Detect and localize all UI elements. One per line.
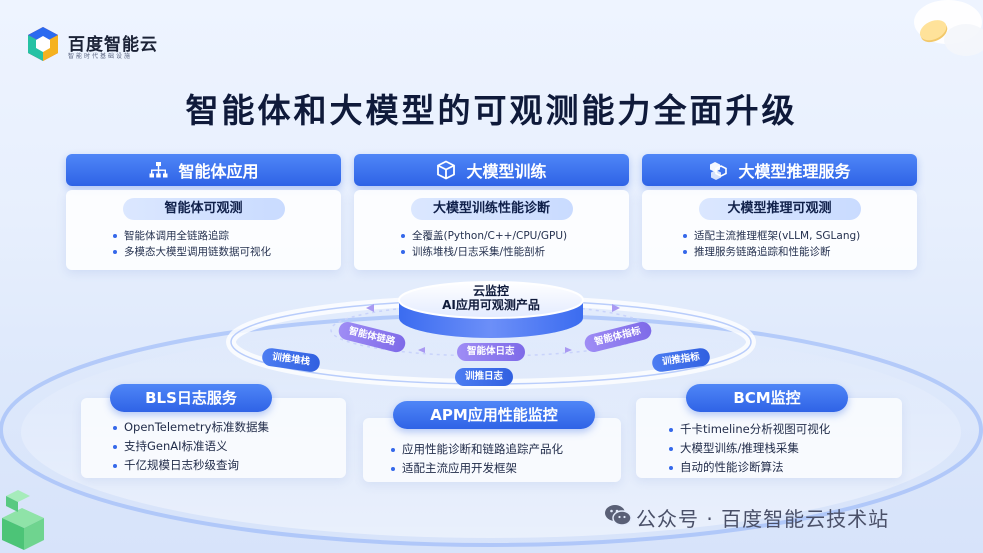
- tag-agent-log: 智能体日志: [457, 343, 525, 361]
- cube-icon: [437, 160, 456, 180]
- bullet-list: 智能体调用全链路追踪 多模态大模型调用链数据可视化: [66, 228, 341, 260]
- list-item: 支持GenAI标准语义: [113, 437, 269, 456]
- list-item: 大模型训练/推理栈采集: [668, 439, 830, 458]
- card-body: 智能体可观测 智能体调用全链路追踪 多模态大模型调用链数据可视化: [66, 190, 341, 270]
- card-pill: 大模型推理可观测: [698, 198, 861, 220]
- apm-bullet-list: 应用性能诊断和链路追踪产品化 适配主流应用开发框架: [391, 440, 563, 478]
- wechat-icon: [605, 505, 632, 526]
- center-subtitle: AI应用可观测产品: [442, 298, 540, 312]
- list-item: 多模态大模型调用链数据可视化: [113, 244, 341, 260]
- card-body: 大模型推理可观测 适配主流推理框架(vLLM, SGLang) 推理服务链路追踪…: [642, 190, 917, 270]
- card-header-label: 大模型训练: [466, 162, 547, 181]
- center-title: 云监控: [472, 284, 509, 298]
- bcm-header: BCM监控: [686, 384, 848, 412]
- bullet-list: 全覆盖(Python/C++/CPU/GPU) 训练堆栈/日志采集/性能剖析: [354, 228, 629, 260]
- baidu-cloud-logo-icon: [28, 27, 58, 61]
- bls-bullet-list: OpenTelemetry标准数据集 支持GenAI标准语义 千亿规模日志秒级查…: [113, 418, 269, 475]
- list-item: 适配主流推理框架(vLLM, SGLang): [683, 228, 917, 244]
- tag-train-log: 训推日志: [455, 368, 514, 386]
- apm-header: APM应用性能监控: [393, 401, 595, 429]
- card-pill: 智能体可观测: [122, 198, 285, 220]
- page-title: 智能体和大模型的可观测能力全面升级: [185, 91, 798, 130]
- cubes-icon: [710, 162, 728, 180]
- cloud-coin-decoration-icon: [914, 0, 983, 56]
- card-header-label: 大模型推理服务: [738, 162, 851, 181]
- green-blocks-decoration-icon: [2, 490, 44, 550]
- list-item: 自动的性能诊断算法: [668, 458, 830, 477]
- list-item: 智能体调用全链路追踪: [113, 228, 341, 244]
- card-model-inference: 大模型推理服务 大模型推理可观测 适配主流推理框架(vLLM, SGLang) …: [642, 154, 917, 272]
- card-agent-app: 智能体应用 智能体可观测 智能体调用全链路追踪 多模态大模型调用链数据可视化: [66, 154, 341, 272]
- list-item: 推理服务链路追踪和性能诊断: [683, 244, 917, 260]
- list-item: 全覆盖(Python/C++/CPU/GPU): [401, 228, 629, 244]
- watermark-text: 公众号 · 百度智能云技术站: [636, 507, 890, 531]
- list-item: 千亿规模日志秒级查询: [113, 456, 269, 475]
- card-header: 大模型训练: [354, 154, 629, 186]
- bcm-bullet-list: 千卡timeline分析视图可视化 大模型训练/推理栈采集 自动的性能诊断算法: [668, 420, 830, 477]
- brand-subtitle: 智能时代基础设施: [68, 53, 133, 60]
- hierarchy-icon: [149, 162, 168, 178]
- card-body: 大模型训练性能诊断 全覆盖(Python/C++/CPU/GPU) 训练堆栈/日…: [354, 190, 629, 270]
- brand-name: 百度智能云: [68, 35, 158, 55]
- bls-header: BLS日志服务: [110, 384, 272, 412]
- card-header-label: 智能体应用: [178, 162, 259, 181]
- list-item: OpenTelemetry标准数据集: [113, 418, 269, 437]
- card-model-training: 大模型训练 大模型训练性能诊断 全覆盖(Python/C++/CPU/GPU) …: [354, 154, 629, 272]
- card-header: 智能体应用: [66, 154, 341, 186]
- card-pill: 大模型训练性能诊断: [410, 198, 573, 220]
- list-item: 适配主流应用开发框架: [391, 459, 563, 478]
- card-header: 大模型推理服务: [642, 154, 917, 186]
- bullet-list: 适配主流推理框架(vLLM, SGLang) 推理服务链路追踪和性能诊断: [642, 228, 917, 260]
- list-item: 应用性能诊断和链路追踪产品化: [391, 440, 563, 459]
- list-item: 训练堆栈/日志采集/性能剖析: [401, 244, 629, 260]
- list-item: 千卡timeline分析视图可视化: [668, 420, 830, 439]
